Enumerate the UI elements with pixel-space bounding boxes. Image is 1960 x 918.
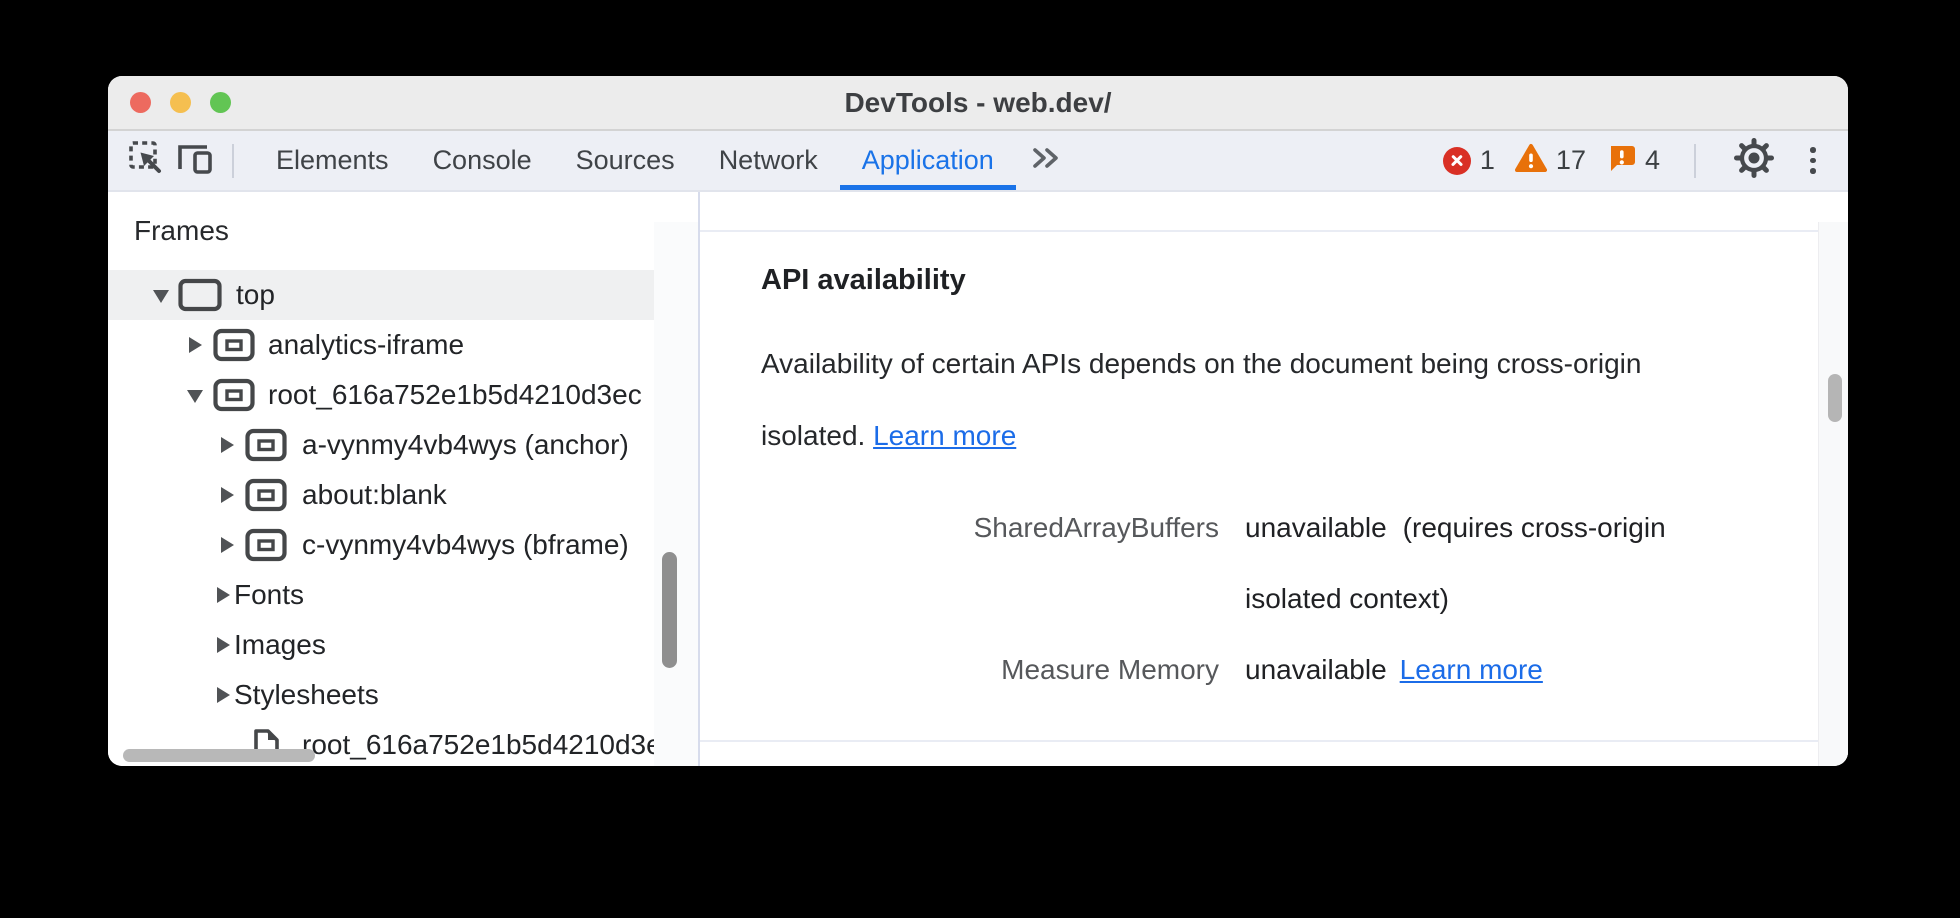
warning-count: 17 [1555, 145, 1586, 175]
chevron-expanded-icon[interactable] [186, 385, 206, 405]
minimize-button[interactable] [170, 92, 191, 113]
tree-item-top[interactable]: top [108, 270, 698, 320]
availability-note: (requires cross-origin [1402, 512, 1666, 543]
warning-counter[interactable]: 17 [1514, 143, 1586, 178]
tab-sources[interactable]: Sources [575, 145, 675, 175]
double-chevron-right-icon [1030, 143, 1064, 178]
error-counter[interactable]: 1 [1442, 145, 1495, 176]
frames-section-header[interactable]: Frames [134, 215, 229, 246]
titlebar: DevTools - web.dev/ [108, 76, 1848, 131]
issues-bubble-icon [1606, 143, 1636, 178]
application-sidebar: Frames top analytics-iframe [108, 192, 700, 766]
iframe-icon [244, 477, 288, 513]
learn-more-link[interactable]: Learn more [873, 420, 1017, 451]
panel-tabs: Elements Console Sources Network Applica… [254, 131, 1078, 190]
tree-item-stylesheets[interactable]: Stylesheets [108, 670, 698, 720]
tab-console[interactable]: Console [432, 145, 532, 175]
section-title: API availability [761, 264, 966, 296]
error-count: 1 [1479, 145, 1495, 175]
sidebar-horizontal-scrollbar[interactable] [123, 749, 315, 762]
error-icon [1442, 146, 1471, 175]
issues-count: 4 [1644, 145, 1660, 175]
sidebar-vertical-scrollbar[interactable] [662, 552, 677, 668]
tree-item-root-document[interactable]: root_616a752e1b5d4210d3ec [108, 720, 698, 766]
table-row: Measure Memory unavailable Learn more [761, 634, 1778, 705]
chevron-collapsed-icon[interactable] [214, 585, 234, 605]
settings-button[interactable] [1730, 138, 1778, 183]
iframe-icon [212, 377, 256, 413]
tree-item-anchor-frame[interactable]: a-vynmy4vb4wys (anchor) [108, 420, 698, 470]
chevron-collapsed-icon[interactable] [218, 435, 238, 455]
device-toolbar-icon [175, 140, 213, 181]
inspect-element-button[interactable] [122, 131, 170, 190]
availability-value: unavailable [1245, 654, 1387, 685]
chevron-expanded-icon[interactable] [152, 285, 172, 305]
sidebar-scrollbar-track [654, 222, 698, 766]
chevron-collapsed-icon[interactable] [214, 685, 234, 705]
chevron-collapsed-icon[interactable] [214, 635, 234, 655]
device-toolbar-toggle[interactable] [170, 131, 218, 190]
main-split: Frames top analytics-iframe [108, 192, 1848, 766]
table-row: SharedArrayBuffers unavailable (requires … [761, 492, 1778, 634]
row-label: Measure Memory [1001, 654, 1219, 685]
tree-item-fonts[interactable]: Fonts [108, 570, 698, 620]
chevron-collapsed-icon[interactable] [186, 335, 206, 355]
tree-item-images[interactable]: Images [108, 620, 698, 670]
content-vertical-scrollbar[interactable] [1828, 374, 1842, 422]
description-line-2: isolated. Learn more [761, 420, 1017, 451]
tree-item-root-frame[interactable]: root_616a752e1b5d4210d3ec [108, 370, 698, 420]
gear-icon [1734, 138, 1774, 183]
availability-value: unavailable [1245, 512, 1387, 543]
window-title: DevTools - web.dev/ [844, 86, 1112, 118]
tree-item-bframe[interactable]: c-vynmy4vb4wys (bframe) [108, 520, 698, 570]
customize-devtools-button[interactable] [1798, 147, 1828, 174]
devtools-toolbar: Elements Console Sources Network Applica… [108, 131, 1848, 192]
more-tabs-button[interactable] [1016, 131, 1078, 190]
api-availability-table: SharedArrayBuffers unavailable (requires … [761, 492, 1778, 705]
kebab-menu-icon [1810, 147, 1816, 153]
tab-elements[interactable]: Elements [276, 145, 389, 175]
devtools-window: DevTools - web.dev/ Elements [108, 76, 1848, 766]
iframe-icon [212, 327, 256, 363]
tab-application[interactable]: Application [839, 131, 1016, 190]
row-value: unavailable Learn more [1245, 634, 1778, 705]
tab-network[interactable]: Network [718, 145, 818, 175]
close-button[interactable] [130, 92, 151, 113]
iframe-icon [244, 427, 288, 463]
chevron-collapsed-icon[interactable] [218, 535, 238, 555]
frames-tree: top analytics-iframe root_616a752e1b5d42… [108, 270, 698, 766]
row-label: SharedArrayBuffers [973, 512, 1219, 543]
iframe-icon [244, 527, 288, 563]
description-line-1: Availability of certain APIs depends on … [761, 348, 1642, 379]
tree-item-about-blank[interactable]: about:blank [108, 470, 698, 520]
traffic-lights [130, 76, 231, 129]
row-value: unavailable (requires cross-origin isolat… [1245, 492, 1778, 634]
issues-counter[interactable]: 4 [1606, 143, 1660, 178]
warning-icon [1514, 143, 1547, 178]
section-description: Availability of certain APIs depends on … [761, 328, 1778, 472]
learn-more-link[interactable]: Learn more [1399, 654, 1543, 685]
chevron-collapsed-icon[interactable] [218, 485, 238, 505]
content-scrollbar-track [1818, 222, 1848, 766]
api-availability-section: API availability Availability of certain… [700, 230, 1818, 742]
frame-icon [178, 277, 222, 313]
zoom-button[interactable] [210, 92, 231, 113]
availability-note-line-2: isolated context) [1245, 583, 1449, 614]
toolbar-status-area: 1 17 [1442, 131, 1848, 190]
toolbar-divider [232, 143, 234, 178]
toolbar-divider [1694, 143, 1696, 178]
application-panel-content: API availability Availability of certain… [700, 192, 1848, 766]
tree-item-analytics-iframe[interactable]: analytics-iframe [108, 320, 698, 370]
inspect-cursor-icon [128, 140, 164, 181]
